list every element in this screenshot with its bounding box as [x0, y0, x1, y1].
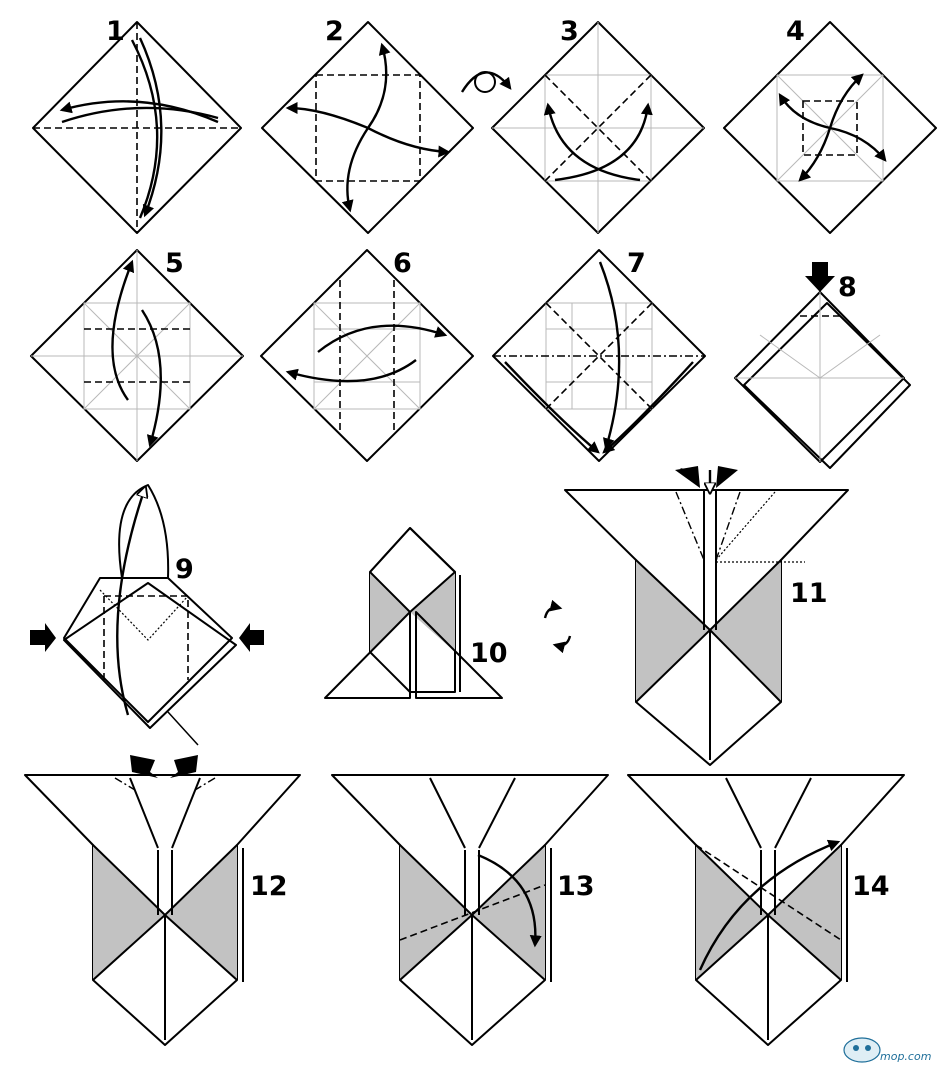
step-7: 7 [492, 248, 706, 462]
step-number: 2 [325, 16, 344, 47]
step-number: 9 [175, 554, 194, 585]
step-3: 3 [491, 16, 705, 234]
step-number: 12 [250, 871, 288, 902]
step-4: 4 [723, 16, 937, 234]
rotate-icon [543, 599, 572, 654]
step-10: 10 [324, 527, 508, 699]
turn-over-icon [460, 71, 512, 93]
watermark-text: mop.com [880, 1050, 931, 1063]
step-2: 2 [261, 16, 474, 234]
step-5: 5 [30, 248, 244, 462]
step-number: 3 [560, 16, 579, 47]
step-13: 13 [331, 774, 609, 1046]
step-14: 14 [627, 774, 905, 1046]
step-number: 14 [852, 871, 890, 902]
step-9: 9 [30, 485, 264, 746]
step-number: 8 [838, 272, 857, 303]
step-11: 11 [564, 466, 849, 766]
step-number: 10 [470, 638, 508, 669]
step-6: 6 [260, 248, 474, 462]
step-number: 6 [393, 248, 412, 279]
step-8: 8 [734, 262, 911, 469]
push-arrow-icon [30, 623, 56, 652]
push-arrow-icon [239, 623, 264, 652]
push-arrow-icon [130, 755, 158, 778]
step-12: 12 [24, 755, 301, 1046]
step-number: 4 [786, 16, 805, 47]
step-1: 1 [32, 16, 242, 234]
step-number: 11 [790, 578, 828, 609]
watermark-logo: mop.com [843, 1037, 931, 1063]
step-number: 5 [165, 248, 184, 279]
step-number: 7 [627, 248, 646, 279]
step-number: 1 [106, 16, 125, 47]
push-arrow-icon [805, 262, 835, 292]
step-number: 13 [557, 871, 595, 902]
